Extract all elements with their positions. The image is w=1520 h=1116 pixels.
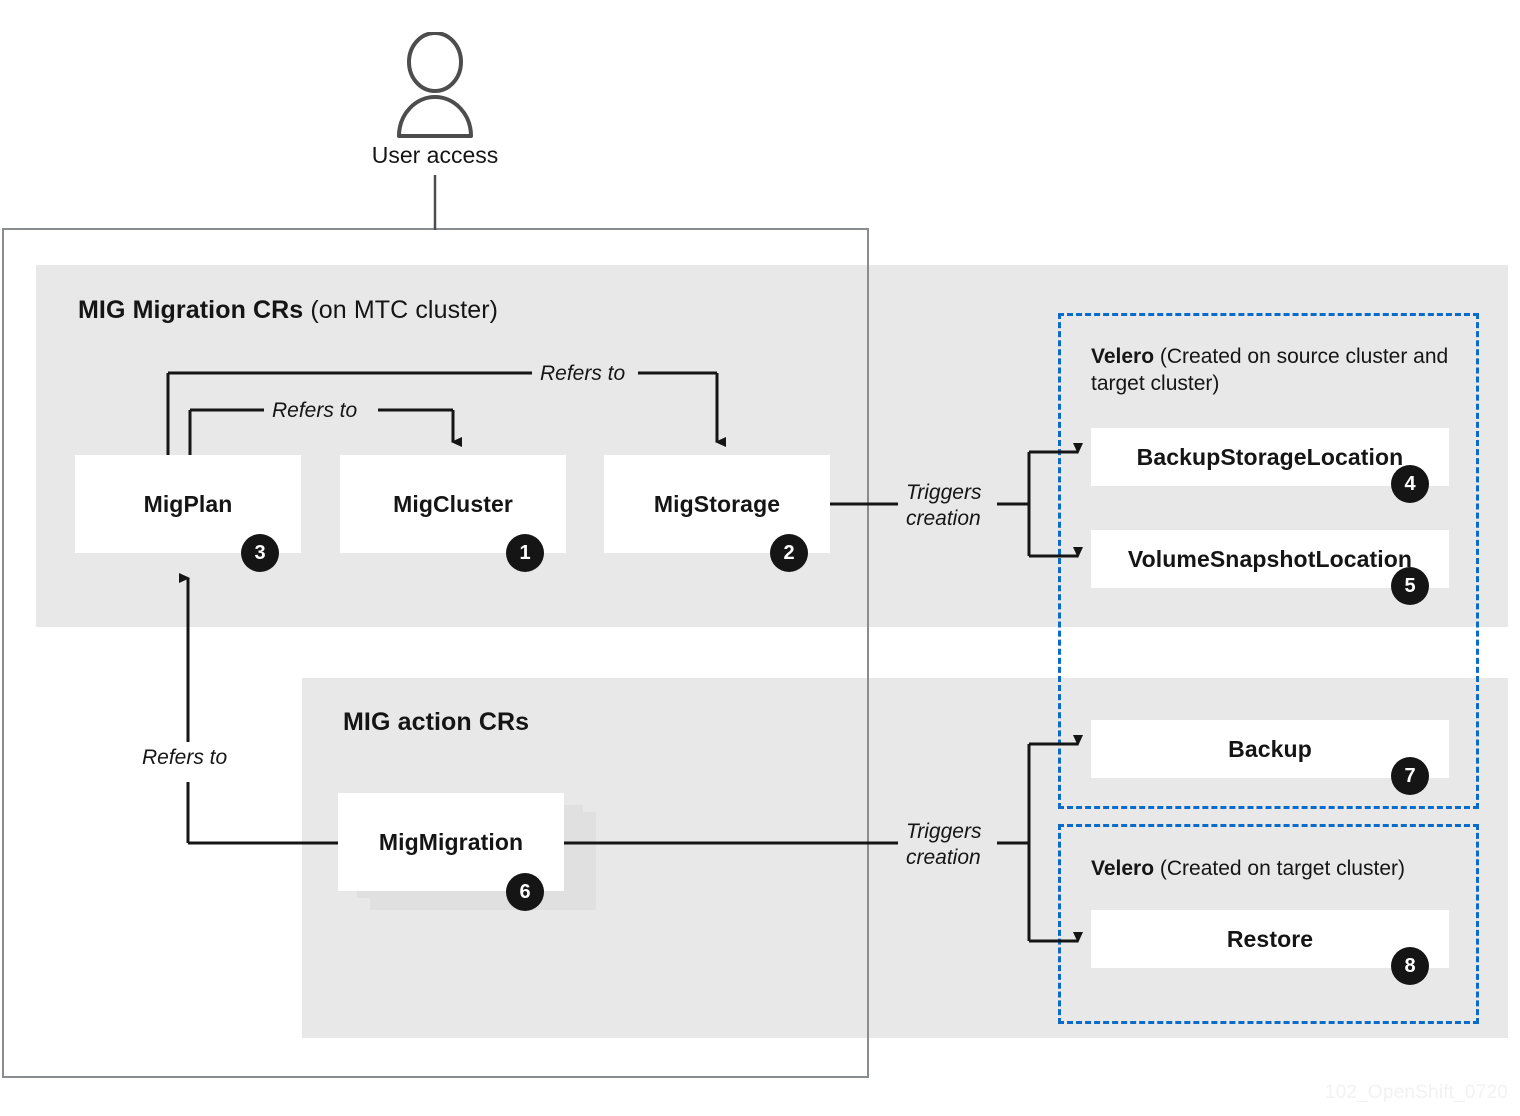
node-volumesnapshotlocation-badge: 5: [1391, 567, 1429, 605]
node-volumesnapshotlocation-label: VolumeSnapshotLocation: [1127, 545, 1413, 572]
mig-migration-crs-title-bold: MIG Migration CRs: [78, 296, 304, 324]
node-migstorage-badge-number: 2: [783, 542, 795, 564]
node-backupstoragelocation-badge: 4: [1391, 465, 1429, 503]
velero-source-target-title-bold: Velero: [1091, 345, 1155, 368]
node-migplan-label: MigPlan: [143, 490, 233, 517]
mtc-cluster-outline: [2, 228, 869, 1078]
edge-label-triggers-creation-migration-line2: creation: [906, 846, 981, 870]
band-gap-spacer: [36, 627, 1508, 678]
node-migcluster-badge: 1: [506, 534, 544, 572]
edge-label-triggers-creation-storage: Triggers creation: [906, 480, 981, 533]
node-backupstoragelocation[interactable]: BackupStorageLocation: [1091, 428, 1449, 486]
velero-target-region: [1058, 824, 1479, 1024]
node-migcluster-badge-number: 1: [519, 542, 531, 564]
mig-action-crs-title: MIG action CRs: [343, 708, 529, 738]
node-migmigration-label: MigMigration: [378, 828, 524, 855]
node-backup-badge: 7: [1391, 757, 1429, 795]
node-volumesnapshotlocation-badge-number: 5: [1404, 575, 1416, 597]
edge-label-triggers-creation-storage-line1: Triggers: [906, 481, 982, 504]
user-access-label: User access: [371, 142, 499, 168]
velero-target-title: Velero (Created on target cluster): [1091, 856, 1461, 883]
node-backupstoragelocation-badge-number: 4: [1404, 473, 1416, 495]
velero-source-target-region: [1058, 313, 1479, 809]
node-migstorage-label: MigStorage: [653, 490, 781, 517]
edge-label-refers-to-migstorage: Refers to: [540, 362, 626, 385]
edge-label-triggers-creation-storage-line2: creation: [906, 507, 981, 531]
watermark-label: 102_OpenShift_0720: [1324, 1082, 1508, 1103]
node-backup[interactable]: Backup: [1091, 720, 1449, 778]
node-migplan-badge-number: 3: [254, 542, 266, 564]
node-restore-label: Restore: [1226, 925, 1314, 952]
node-restore[interactable]: Restore: [1091, 910, 1449, 968]
node-migstorage-badge: 2: [770, 534, 808, 572]
node-backup-badge-number: 7: [1404, 765, 1416, 787]
node-migmigration-badge-number: 6: [519, 881, 531, 903]
edge-label-refers-to-migcluster: Refers to: [272, 399, 358, 422]
mig-action-crs-title-bold: MIG action CRs: [343, 708, 530, 736]
edge-label-refers-to-migplan: Refers to: [142, 746, 228, 769]
mig-migration-crs-title: MIG Migration CRs (on MTC cluster): [78, 296, 498, 326]
node-backupstoragelocation-label: BackupStorageLocation: [1136, 443, 1404, 470]
node-migmigration-badge: 6: [506, 873, 544, 911]
edge-label-triggers-creation-migration-line1: Triggers: [906, 820, 982, 843]
user-person-icon: [397, 32, 473, 138]
edge-label-triggers-creation-migration: Triggers creation: [906, 819, 981, 872]
velero-source-target-title-light: (Created on source cluster and target cl…: [1091, 345, 1449, 395]
node-restore-badge: 8: [1391, 947, 1429, 985]
node-volumesnapshotlocation[interactable]: VolumeSnapshotLocation: [1091, 530, 1449, 588]
velero-target-title-bold: Velero: [1091, 857, 1155, 880]
node-restore-badge-number: 8: [1404, 955, 1416, 977]
node-migplan-badge: 3: [241, 534, 279, 572]
mig-migration-crs-title-light: (on MTC cluster): [303, 296, 499, 324]
node-backup-label: Backup: [1228, 735, 1312, 762]
velero-target-title-light: (Created on target cluster): [1154, 857, 1405, 880]
node-migcluster-label: MigCluster: [393, 490, 513, 517]
velero-source-target-title: Velero (Created on source cluster and ta…: [1091, 344, 1461, 398]
